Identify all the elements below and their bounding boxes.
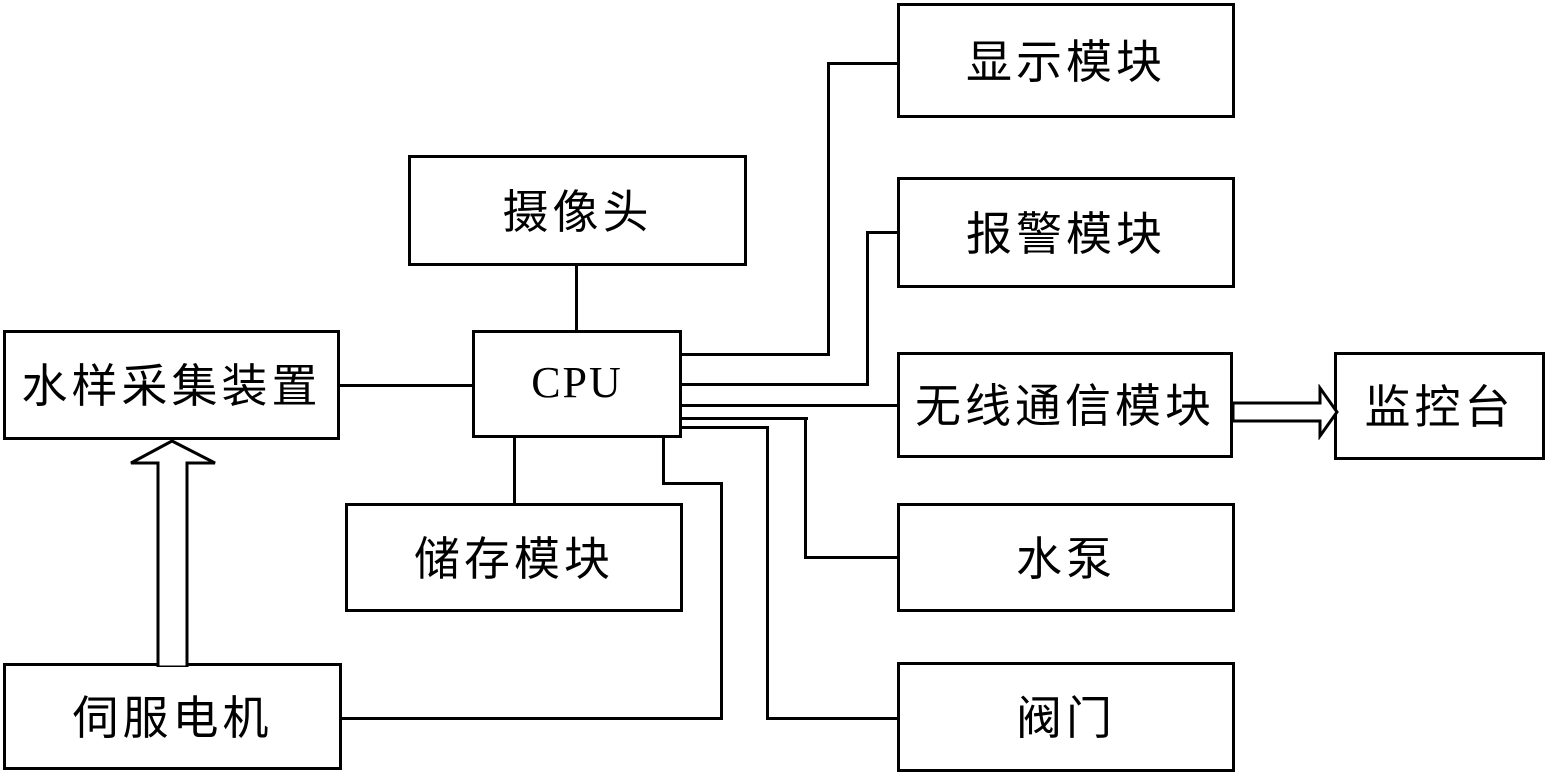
- node-display-module-label: 显示模块: [966, 36, 1166, 88]
- edge-cpu-wireless: [682, 404, 897, 407]
- edge-cpu-pump-h2: [804, 556, 897, 559]
- node-water-sampling-device: 水样采集装置: [3, 330, 340, 440]
- node-valve: 阀门: [897, 662, 1235, 772]
- node-storage-module: 储存模块: [345, 503, 683, 612]
- node-cpu-label: CPU: [531, 357, 623, 407]
- node-alarm-module: 报警模块: [897, 177, 1235, 288]
- node-camera-label: 摄像头: [502, 186, 653, 238]
- edge-cpu-alarm-v: [866, 231, 869, 386]
- edge-cpu-alarm-h2: [866, 231, 897, 234]
- node-camera: 摄像头: [408, 155, 747, 266]
- node-servo-motor-label: 伺服电机: [72, 692, 273, 744]
- edge-sampling-cpu: [340, 384, 472, 387]
- edge-camera-cpu: [575, 266, 578, 330]
- node-monitor-console: 监控台: [1334, 352, 1545, 460]
- edge-cpu-pump-h1: [682, 417, 808, 420]
- node-cpu: CPU: [472, 330, 682, 438]
- node-storage-module-label: 储存模块: [414, 533, 614, 585]
- node-water-sampling-device-label: 水样采集装置: [21, 361, 322, 412]
- wireless-to-console-right-arrow-icon: [1233, 384, 1339, 440]
- edge-cpu-pump-v: [804, 417, 807, 559]
- edge-servo-cpu-h2: [342, 717, 723, 720]
- node-valve-label: 阀门: [1016, 693, 1116, 744]
- node-servo-motor: 伺服电机: [3, 663, 342, 770]
- edge-cpu-display-h1: [682, 353, 830, 356]
- edge-cpu-valve-v: [766, 426, 769, 720]
- edge-cpu-alarm-h1: [682, 383, 869, 386]
- edge-cpu-valve-h1: [682, 426, 769, 429]
- edge-cpu-display-v: [827, 62, 830, 356]
- edge-servo-cpu-v1: [662, 438, 665, 485]
- node-water-pump: 水泵: [897, 503, 1235, 612]
- servo-to-sampling-up-arrow-icon: [130, 439, 216, 667]
- node-monitor-console-label: 监控台: [1364, 382, 1515, 433]
- node-wireless-comm-module: 无线通信模块: [897, 352, 1233, 458]
- edge-cpu-display-h2: [827, 62, 897, 65]
- node-water-pump-label: 水泵: [1016, 533, 1116, 585]
- node-display-module: 显示模块: [897, 3, 1235, 118]
- node-wireless-comm-module-label: 无线通信模块: [915, 381, 1215, 432]
- edge-servo-cpu-v2: [720, 482, 723, 720]
- edge-cpu-storage: [513, 438, 516, 503]
- edge-cpu-valve-h2: [766, 717, 897, 720]
- node-alarm-module-label: 报警模块: [966, 208, 1166, 260]
- edge-servo-cpu-h1: [662, 482, 723, 485]
